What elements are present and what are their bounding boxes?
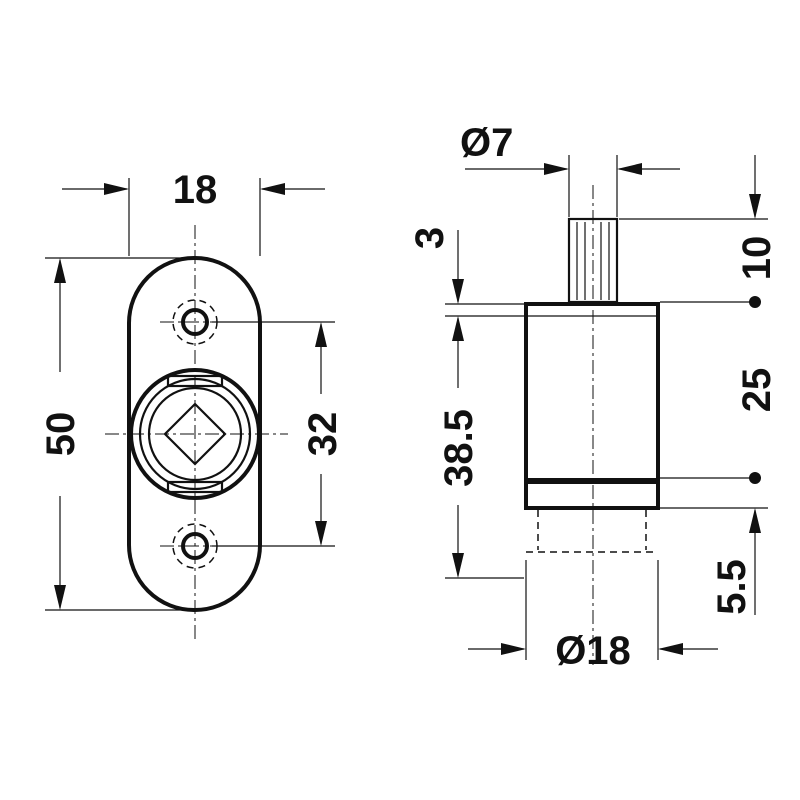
- hole-spacing-dimension: 32: [212, 321, 345, 547]
- body-height-dimension: 25: [735, 368, 779, 484]
- front-view: 18 50 32: [39, 168, 345, 640]
- overall-height-dim-label: 38.5: [437, 409, 481, 487]
- cylinder-body: [524, 302, 660, 510]
- width-dimension: 18: [62, 168, 325, 256]
- body-height-dim-label: 25: [735, 368, 779, 413]
- pin-diameter-dimension: Ø7: [460, 121, 680, 217]
- pin-length-dimension: 10: [735, 155, 779, 308]
- body-diameter-dim-label: Ø18: [555, 629, 631, 673]
- lock-cylinder: [105, 368, 288, 500]
- height-dimension: 50: [39, 257, 195, 611]
- body-diameter-dimension: Ø18: [468, 629, 718, 673]
- hole-spacing-dim-label: 32: [301, 412, 345, 457]
- side-view: Ø7 3 38.5 10: [408, 121, 779, 673]
- top-gap-dim-label: 3: [408, 227, 452, 249]
- pin-diameter-dim-label: Ø7: [460, 121, 513, 165]
- key-square-icon: [163, 402, 227, 466]
- height-dim-label: 50: [39, 412, 83, 457]
- extension-dimension: 5.5: [710, 508, 761, 615]
- top-gap-dimension: 3: [408, 227, 524, 317]
- overall-height-dimension: 38.5: [437, 316, 524, 579]
- extended-position: [525, 510, 659, 660]
- extension-dim-label: 5.5: [710, 559, 754, 615]
- pin-length-dim-label: 10: [735, 236, 779, 281]
- width-dim-label: 18: [173, 168, 218, 212]
